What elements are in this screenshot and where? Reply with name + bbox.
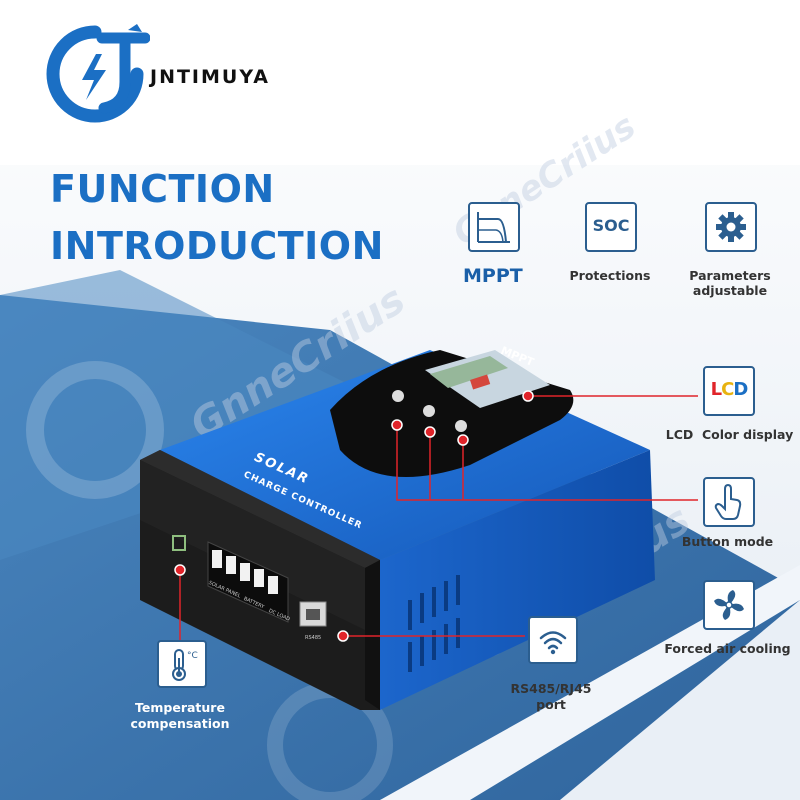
mppt-curve-icon — [477, 212, 510, 243]
thermometer-icon-box: °C — [157, 640, 207, 688]
feature-parameters-label-1: Parameters — [689, 268, 771, 283]
svg-text:°C: °C — [187, 651, 198, 661]
feature-lcd-label: LCD Color display — [665, 427, 794, 442]
gear-icon-box — [705, 202, 757, 252]
feature-parameters-label-2: adjustable — [692, 283, 768, 298]
lcd-letter-c: C — [721, 379, 734, 400]
hand-pointer-icon — [714, 483, 742, 520]
mppt-icon-box — [468, 202, 520, 252]
fan-icon-box — [703, 580, 755, 630]
feature-button-label: Button mode — [681, 534, 774, 549]
fan-icon — [714, 590, 744, 620]
feature-port-label-1: RS485/RJ45 — [510, 681, 592, 696]
thermometer-icon: °C — [172, 649, 198, 681]
feature-mppt-label: MPPT — [463, 265, 523, 287]
wifi-icon — [539, 631, 567, 655]
feature-protections-label: Protections — [569, 268, 651, 283]
soc-icon-box: SOC — [585, 202, 637, 252]
lcd-icon: LCD — [705, 379, 753, 400]
lightning-icon — [82, 54, 106, 100]
feature-temperature-label-1: Temperature — [135, 700, 225, 715]
lcd-letter-l: L — [710, 379, 723, 400]
feature-port-label-2: port — [536, 697, 566, 712]
feature-temperature-label-2: compensation — [130, 716, 230, 731]
headline-line-1: FUNCTION — [50, 167, 275, 211]
brand-logo — [46, 24, 150, 123]
lcd-letter-d: D — [733, 379, 748, 400]
gear-icon — [716, 212, 746, 242]
soc-icon: SOC — [592, 216, 630, 235]
feature-cooling-label: Forced air cooling — [664, 641, 791, 656]
wifi-icon-box — [528, 616, 578, 664]
brand-name: JNTIMUYA — [150, 66, 270, 88]
port-label: RS485 — [305, 635, 322, 641]
lcd-icon-box: LCD — [703, 366, 755, 416]
charge-controller-device — [140, 350, 655, 710]
headline-line-2: INTRODUCTION — [50, 224, 384, 268]
button-icon-box — [703, 477, 755, 527]
